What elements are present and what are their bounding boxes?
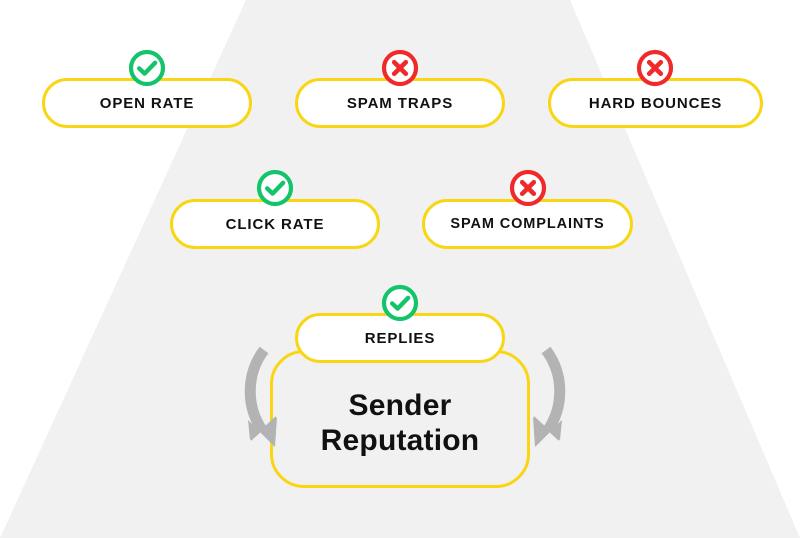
metric-label: SPAM TRAPS — [346, 94, 454, 112]
check-circle-icon — [255, 168, 295, 208]
metric-label: HARD BOUNCES — [588, 94, 723, 112]
metric-pill-click-rate[interactable]: CLICK RATE — [170, 199, 380, 249]
check-circle-icon — [380, 283, 420, 323]
metric-label: CLICK RATE — [225, 215, 325, 233]
sender-reputation-title: Sender Reputation — [320, 389, 480, 458]
metric-label: OPEN RATE — [99, 94, 195, 112]
curved-arrow-down-left-icon — [512, 344, 572, 452]
curved-arrow-down-right-icon — [238, 344, 298, 452]
x-circle-icon — [380, 48, 420, 88]
x-circle-icon — [508, 168, 548, 208]
metric-label: SPAM COMPLAINTS — [450, 215, 605, 232]
metric-label: REPLIES — [364, 329, 436, 347]
x-circle-icon — [635, 48, 675, 88]
check-circle-icon — [127, 48, 167, 88]
metric-pill-open-rate[interactable]: OPEN RATE — [42, 78, 252, 128]
